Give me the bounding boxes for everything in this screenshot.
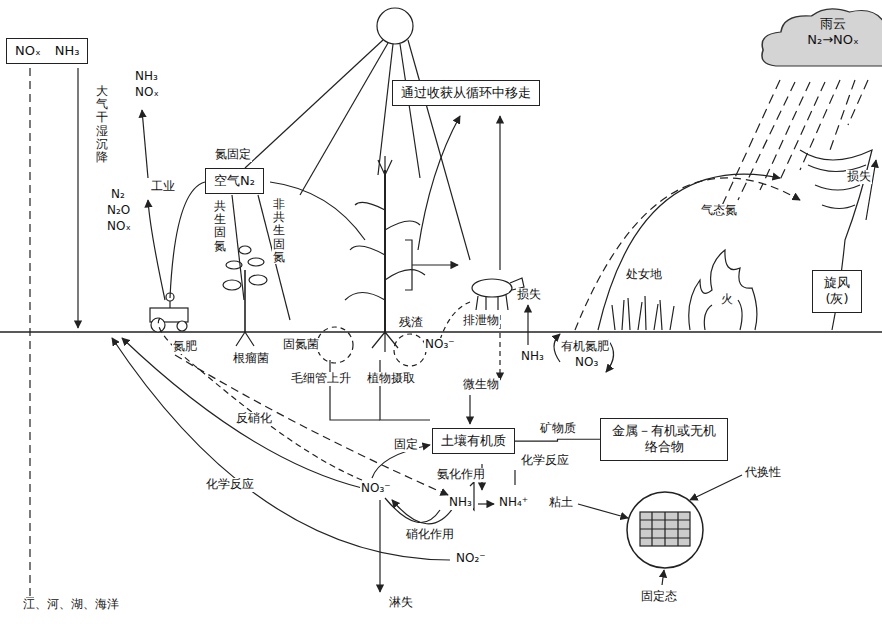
annotation-label: 反硝化 — [235, 412, 273, 426]
annotation-label: 固氮菌 — [282, 338, 320, 352]
connector — [515, 439, 600, 441]
annotation-label: 粘土 — [548, 496, 574, 510]
annotation-label: NO₂⁻ — [455, 552, 487, 566]
annotation-label: 损失 — [516, 288, 542, 302]
text-box: 通过收获从循环中移走 — [392, 80, 540, 106]
node-title: 空气N₂ — [214, 173, 255, 189]
annotation-label: 氨化作用 — [436, 468, 486, 482]
annotation-label: 化学反应 — [520, 454, 570, 468]
annotation-label: NOₓ — [134, 86, 160, 100]
annotation-label: 排泄物 — [462, 314, 500, 328]
annotation-label: 氮固定 — [214, 148, 252, 162]
annotation-label: 固定 — [393, 438, 419, 452]
annotation-label: N₂ — [110, 188, 126, 202]
node-title: 旋风 (灰) — [821, 275, 853, 308]
annotation-label: 气态氮 — [700, 204, 738, 218]
annotation-label: N₂O — [106, 204, 131, 218]
node-title: 雨云 — [758, 16, 882, 32]
node-title: NOₓ — [15, 43, 41, 59]
annotation-label: 代换性 — [744, 466, 782, 480]
text-box: NOₓ NH₃ — [6, 38, 88, 64]
annotation-label: 大气干湿沉降 — [95, 85, 109, 164]
text-box: 旋风 (灰) — [812, 270, 862, 313]
node-title: 通过收获从循环中移走 — [401, 85, 531, 101]
annotation-label: 残渣 — [398, 316, 424, 330]
text-box: 金属－有机或无机络合物 — [600, 418, 728, 461]
annotation-label: NO₃ — [574, 356, 599, 370]
annotation-label: NOₓ — [106, 220, 132, 234]
annotation-label: 淋失 — [388, 596, 414, 610]
annotation-label: 有机氮肥 — [560, 340, 610, 354]
annotation-label: 固定态 — [640, 590, 678, 604]
annotation-label: NO₃⁻ — [360, 482, 392, 496]
annotation-label: 火 — [720, 293, 734, 307]
annotation-label: 江、河、湖、海洋 — [22, 598, 120, 612]
annotation-label: 共生固氮 — [213, 200, 227, 253]
annotation-label: 植物摄取 — [366, 372, 416, 386]
annotation-label: 氮肥 — [172, 340, 198, 354]
annotation-label: 硝化作用 — [405, 528, 455, 542]
annotation-label: 损失 — [846, 170, 872, 184]
edge-label: 矿物质 — [538, 420, 578, 437]
annotation-label: NH₃ — [448, 496, 473, 510]
node-title: 金属－有机或无机络合物 — [609, 423, 719, 456]
text-box: 土壤有机质 — [432, 428, 515, 454]
annotation-label: 化学反应 — [205, 478, 255, 492]
annotation-label: 处女地 — [625, 268, 663, 282]
text-box: 空气N₂ — [205, 168, 264, 194]
annotation-label: NO₃⁻ — [424, 338, 456, 352]
node-text: N₂→NOₓ — [758, 32, 882, 48]
annotation-label: 毛细管上升 — [290, 372, 352, 386]
node-title: 土壤有机质 — [441, 433, 506, 449]
annotation-label: 根瘤菌 — [232, 352, 270, 366]
rain-cloud: 雨云N₂→NOₓ — [758, 4, 882, 78]
node-text: NH₃ — [55, 43, 80, 59]
annotation-label: 非共生固氮 — [272, 198, 286, 264]
annotation-label: 工业 — [150, 180, 176, 194]
annotation-label: NH₄⁺ — [498, 496, 529, 510]
annotation-label: NH₃ — [520, 350, 545, 364]
annotation-label: NH₃ — [134, 70, 159, 84]
annotation-label: 微生物 — [462, 378, 500, 392]
